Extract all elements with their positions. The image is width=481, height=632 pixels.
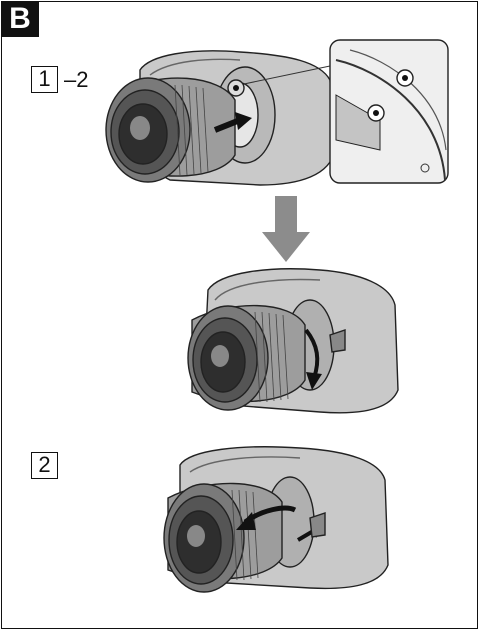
- step-suffix: –2: [64, 67, 89, 92]
- mount-detail-inset: [329, 39, 449, 184]
- step-number-box-2: 2: [31, 452, 58, 479]
- lens-remove-illustration: [163, 446, 389, 593]
- down-arrow-icon: [262, 196, 310, 262]
- lens-rotate-illustration: [187, 268, 399, 414]
- section-badge: B: [1, 1, 39, 37]
- camera-lens-attach-illustration: [105, 50, 336, 186]
- step-number-box: 1: [31, 66, 58, 93]
